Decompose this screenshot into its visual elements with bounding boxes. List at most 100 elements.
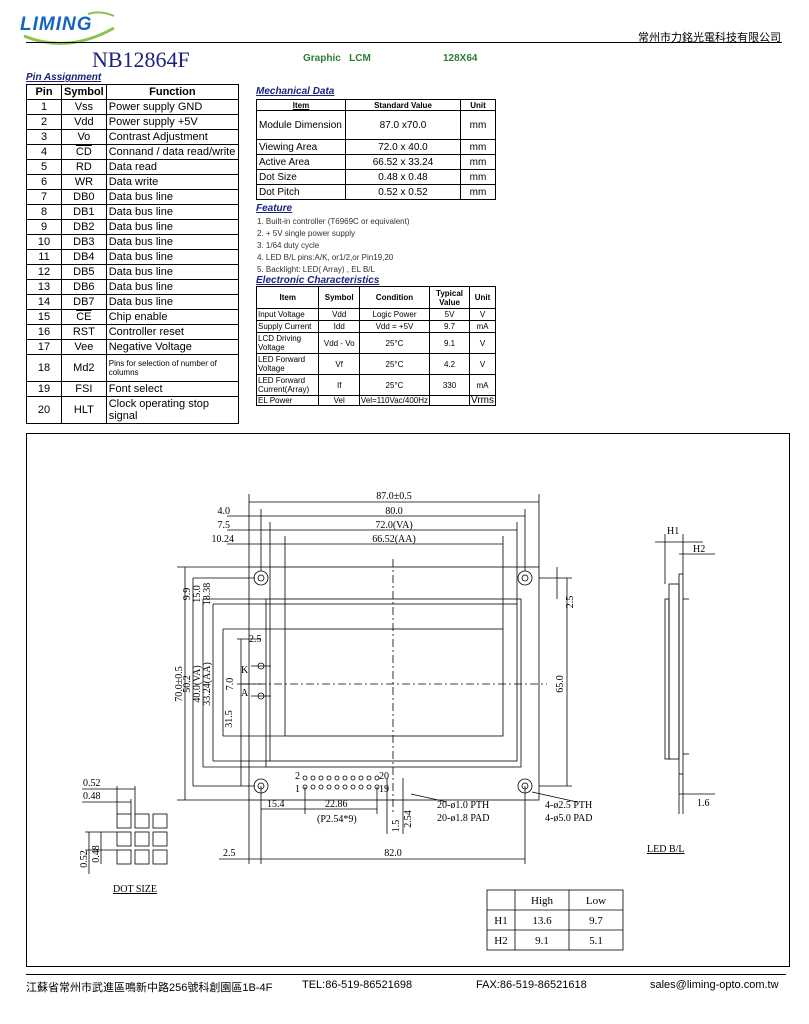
panel-frame xyxy=(265,598,522,768)
feature-item: 3. 1/64 duty cycle xyxy=(257,241,320,250)
elec-condition: Vel=110Vac/400Hz xyxy=(358,395,431,406)
elec-unit: V xyxy=(469,353,496,375)
pin-symbol: RST xyxy=(61,324,107,340)
elec-symbol: Vdd xyxy=(318,308,360,321)
pin-number: 6 xyxy=(26,174,62,190)
feature-item: 5. Backlight: LED( Array) , EL B/L xyxy=(257,265,375,274)
pin-function: Data read xyxy=(105,159,240,175)
mech-item: Viewing Area xyxy=(256,139,346,155)
mech-unit: mm xyxy=(460,169,496,185)
elec-value: 330 xyxy=(429,374,471,396)
elec-item-header: Item xyxy=(255,286,320,309)
pin-number: 18 xyxy=(26,354,62,382)
pin-number: 16 xyxy=(26,324,62,340)
dim-15-4: 15.4 xyxy=(267,799,285,810)
pad-2: 4-ø5.0 PAD xyxy=(545,813,592,824)
pin-number: 4 xyxy=(26,144,62,160)
mount-hole xyxy=(517,570,533,586)
mech-value: 0.52 x 0.52 xyxy=(345,184,461,200)
electronic-table: Item Symbol Condition Typical Value Unit… xyxy=(255,286,496,406)
pin-symbol: DB2 xyxy=(61,219,107,235)
feature-title: Feature xyxy=(256,203,293,214)
mechanical-title: Mechanical Data xyxy=(256,86,335,97)
dot-size-grid xyxy=(82,786,168,874)
mech-value-header: Standard Value xyxy=(345,99,461,111)
drawing-svg: 87.0±0.5 80.0 4.0 72.0(VA) 7.5 66.52(AA)… xyxy=(79,491,715,951)
elec-item: Input Voltage xyxy=(255,308,320,321)
pin-label-2: 2 xyxy=(295,771,300,782)
elec-unit-header: Unit xyxy=(469,286,496,309)
footer-rule xyxy=(26,974,786,975)
pin-symbol: DB7 xyxy=(61,294,107,310)
side-view xyxy=(655,534,715,814)
pin-number: 17 xyxy=(26,339,62,355)
mech-unit-header: Unit xyxy=(460,99,496,111)
pin-function: Data bus line xyxy=(105,279,240,295)
pin-function: Pins for selection of number of columns xyxy=(105,354,240,382)
mech-item: Active Area xyxy=(256,154,346,170)
elec-symbol: Vel xyxy=(318,395,360,406)
dim-pitch: (P2.54*9) xyxy=(317,814,357,825)
mech-value: 72.0 x 40.0 xyxy=(345,139,461,155)
led-a-label: A xyxy=(241,688,249,699)
pth-2: 4-ø2.5 PTH xyxy=(545,800,592,811)
pin-number: 20 xyxy=(26,396,62,424)
dot-dim-a: 0.52 xyxy=(83,778,101,789)
h-table-high-header: High xyxy=(531,895,554,907)
pin-symbol: FSI xyxy=(61,381,107,397)
mech-item-header: Item xyxy=(256,99,346,111)
dim-right-2-5: 2.5 xyxy=(565,596,576,609)
dim-7: 7.0 xyxy=(225,678,236,691)
pin-function: Data bus line xyxy=(105,249,240,265)
pin-function: Font select xyxy=(105,381,240,397)
mech-value: 66.52 x 33.24 xyxy=(345,154,461,170)
footer-email[interactable]: sales@liming-opto.com.tw xyxy=(650,979,779,991)
h-table-low-header: Low xyxy=(586,895,606,907)
dot-dim-b: 0.48 xyxy=(83,791,101,802)
logo-text: LIMING xyxy=(20,14,93,35)
pin-function: Data bus line xyxy=(105,294,240,310)
pin-number: 14 xyxy=(26,294,62,310)
pin-function: Data bus line xyxy=(105,204,240,220)
elec-item: EL Power xyxy=(255,395,320,406)
pin-function: Data write xyxy=(105,174,240,190)
dim-bottom-2-5: 2.5 xyxy=(223,848,236,859)
pin-function: Connand / data read/write xyxy=(105,144,240,160)
mech-item: Dot Pitch xyxy=(256,184,346,200)
dim-18-38: 18.38 xyxy=(202,583,213,606)
h-table-row-label: H1 xyxy=(494,915,507,927)
elec-value: 5V xyxy=(429,308,471,321)
dim-15: 15.0 xyxy=(192,585,203,603)
footer-tel: TEL:86-519-86521698 xyxy=(302,979,413,991)
pin-function: Data bus line xyxy=(105,189,240,205)
electronic-title: Electronic Characteristics xyxy=(256,275,380,286)
dim-2-5-led: 2.5 xyxy=(249,634,262,645)
elec-item: Supply Current xyxy=(255,320,320,333)
h-table-row-label: H2 xyxy=(494,935,507,947)
dim-7-5: 7.5 xyxy=(218,520,231,531)
mech-unit: mm xyxy=(460,184,496,200)
pin-symbol: Md2 xyxy=(61,354,107,382)
function-header: Function xyxy=(105,84,240,100)
elec-unit: V xyxy=(469,308,496,321)
pin-function: Controller reset xyxy=(105,324,240,340)
pth-1: 20-ø1.0 PTH xyxy=(437,800,489,811)
pin-number: 19 xyxy=(26,381,62,397)
pin-function: Chip enable xyxy=(105,309,240,325)
